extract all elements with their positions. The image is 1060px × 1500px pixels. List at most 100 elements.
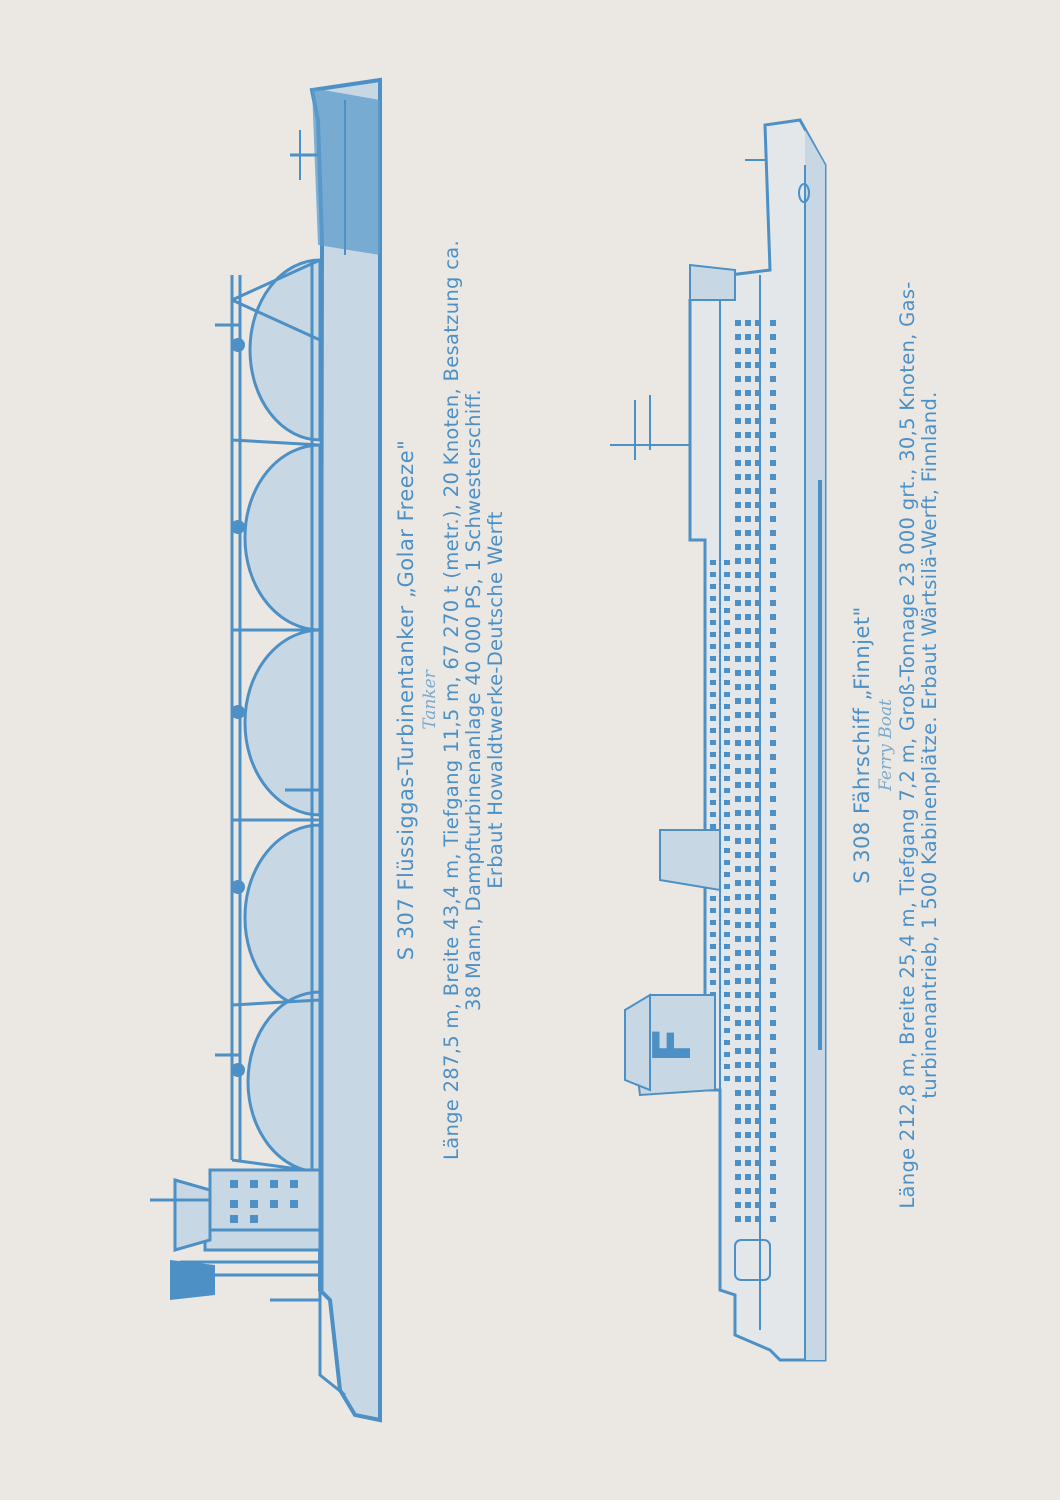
ferry-window <box>755 474 761 480</box>
ferry-window <box>745 1160 751 1166</box>
ferry-window <box>735 824 741 830</box>
ferry-window <box>770 502 776 508</box>
ferry-window <box>745 628 751 634</box>
ferry-window <box>724 920 730 925</box>
ferry-window <box>710 908 716 913</box>
ferry-window <box>745 320 751 326</box>
tanker-spec-line-2: 38 Mann, Dampfturbinenanlage 40 000 PS, … <box>462 389 485 1011</box>
ferry-window <box>755 488 761 494</box>
ferry-window <box>755 810 761 816</box>
ferry-window <box>724 692 730 697</box>
ferry-window <box>710 932 716 937</box>
ferry-window <box>735 404 741 410</box>
ferry-window <box>755 964 761 970</box>
ferry-window <box>710 692 716 697</box>
ferry-window <box>710 608 716 613</box>
ferry-window <box>735 1118 741 1124</box>
ferry-window <box>745 684 751 690</box>
ferry-window <box>770 852 776 858</box>
ferry-window <box>755 712 761 718</box>
ferry-window <box>735 656 741 662</box>
ferry-window <box>724 824 730 829</box>
ferry-window <box>745 1062 751 1068</box>
ferry-window <box>770 320 776 326</box>
ferry-window <box>724 884 730 889</box>
ferry-window <box>710 944 716 949</box>
tanker-title: S 307 Flüssiggas-Turbinentanker „Golar F… <box>394 439 418 961</box>
ferry-window <box>735 1090 741 1096</box>
ferry-window <box>755 838 761 844</box>
ferry-window <box>735 628 741 634</box>
ferry-window <box>724 836 730 841</box>
ferry-window <box>745 1048 751 1054</box>
ferry-caption: S 308 Fährschiff „Finnjet" Ferry Boat Lä… <box>849 281 941 1208</box>
ferry-window <box>770 992 776 998</box>
ferry-window <box>755 628 761 634</box>
ferry-window <box>710 560 716 565</box>
ferry-window <box>755 950 761 956</box>
ferry-window <box>770 1048 776 1054</box>
ferry-title: S 308 Fährschiff „Finnjet" <box>850 606 874 884</box>
ferry-window <box>745 726 751 732</box>
ferry-window <box>755 1006 761 1012</box>
ferry-window <box>745 348 751 354</box>
ferry-window <box>724 872 730 877</box>
ferry-window <box>735 1132 741 1138</box>
ferry-window <box>735 1076 741 1082</box>
ferry-window <box>745 1146 751 1152</box>
ferry-window <box>735 586 741 592</box>
ferry-window <box>755 1104 761 1110</box>
ferry-window <box>770 810 776 816</box>
ferry-window <box>755 334 761 340</box>
ferry-window <box>745 670 751 676</box>
ferry-window <box>770 474 776 480</box>
ferry-window <box>755 544 761 550</box>
ferry-window <box>745 474 751 480</box>
ferry-window <box>735 1202 741 1208</box>
ferry-window <box>755 530 761 536</box>
ferry-window <box>745 1132 751 1138</box>
ferry-window <box>755 1188 761 1194</box>
ferry-window <box>710 740 716 745</box>
ferry-window <box>735 614 741 620</box>
ferry-window <box>770 1020 776 1026</box>
ferry-window <box>770 516 776 522</box>
ferry-window <box>770 628 776 634</box>
ferry-window <box>735 600 741 606</box>
ferry-window <box>710 896 716 901</box>
ferry-window <box>755 348 761 354</box>
ferry-window <box>745 796 751 802</box>
ferry-window <box>755 516 761 522</box>
ferry-window <box>735 488 741 494</box>
ferry-window <box>735 320 741 326</box>
ferry-window <box>770 1160 776 1166</box>
ferry-window <box>745 1216 751 1222</box>
ferry-window <box>755 782 761 788</box>
ferry-window <box>735 418 741 424</box>
ferry-window <box>770 670 776 676</box>
ferry-window <box>724 956 730 961</box>
ferry-window <box>755 1020 761 1026</box>
ferry-window <box>710 920 716 925</box>
ferry-window <box>735 1146 741 1152</box>
ferry-window <box>735 698 741 704</box>
ferry-window <box>710 824 716 829</box>
ferry-window <box>755 1146 761 1152</box>
ferry-window <box>735 978 741 984</box>
ferry-spec-line-2: turbinenantrieb, 1 500 Kabinenplätze. Er… <box>918 391 941 1099</box>
ferry-window <box>755 446 761 452</box>
ferry-window <box>755 740 761 746</box>
ferry-window <box>735 726 741 732</box>
ferry-window <box>755 670 761 676</box>
ferry-window <box>724 608 730 613</box>
ferry-window <box>770 978 776 984</box>
ferry-window <box>724 1064 730 1069</box>
ferry-window <box>755 852 761 858</box>
ferry-window <box>755 684 761 690</box>
ferry-window <box>735 544 741 550</box>
ferry-window <box>770 880 776 886</box>
ferry-window <box>710 644 716 649</box>
ferry-window <box>710 812 716 817</box>
ferry-window <box>770 404 776 410</box>
ferry-window <box>745 712 751 718</box>
